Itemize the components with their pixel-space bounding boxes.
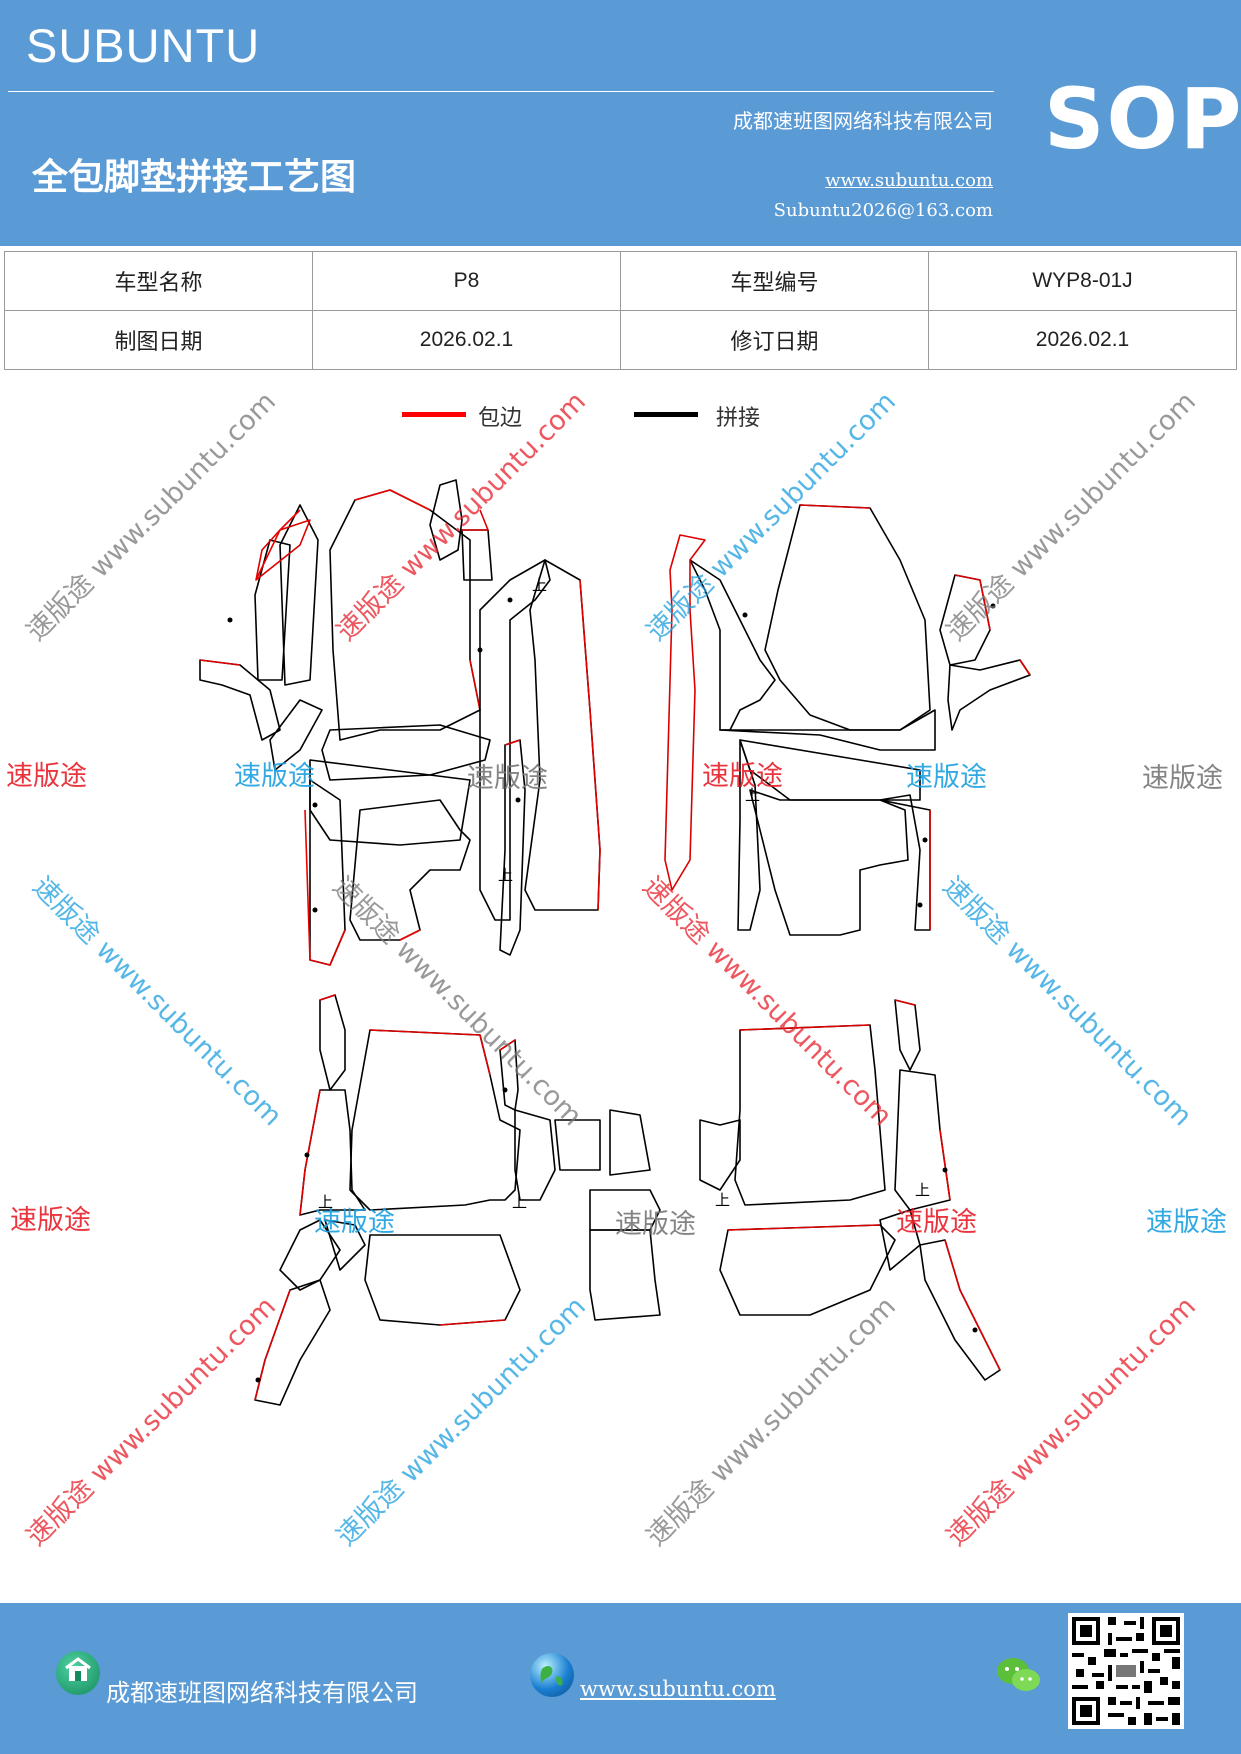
- info-row: 制图日期 2026.02.1 修订日期 2026.02.1: [4, 310, 1237, 370]
- home-icon: [56, 1651, 100, 1695]
- rear-right-pieces: [699, 999, 1001, 1381]
- legend-edge-label: 包边: [478, 406, 523, 431]
- model-code-value: WYP8-01J: [928, 251, 1237, 311]
- up-mark: 上: [498, 866, 513, 884]
- watermark-stamp: 速版途: [702, 761, 783, 792]
- header-website-link[interactable]: www.subuntu.com: [825, 170, 993, 191]
- watermark-stamp: 速版途: [906, 762, 987, 793]
- info-table: 车型名称 P8 车型编号 WYP8-01J 制图日期 2026.02.1 修订日…: [4, 251, 1237, 370]
- up-marks: 上 上 上 上 上 上 上: [318, 576, 930, 1211]
- watermark-stamp: 速版途: [314, 1207, 395, 1238]
- revise-date-label: 修订日期: [620, 310, 929, 370]
- watermark-stamp: 速版途: [615, 1209, 696, 1240]
- globe-icon: [530, 1653, 574, 1697]
- draw-date-label: 制图日期: [4, 310, 313, 370]
- mat-pattern-drawing: 上 上 上 上 上 上 上: [199, 479, 1031, 1406]
- draw-date-value: 2026.02.1: [312, 310, 621, 370]
- front-right-pieces: [664, 504, 1031, 936]
- info-row: 车型名称 P8 车型编号 WYP8-01J: [4, 251, 1237, 311]
- watermark-stamp: 速版途: [1146, 1207, 1227, 1238]
- watermark-stamp: 速版途: [234, 761, 315, 792]
- qr-code[interactable]: [1068, 1613, 1184, 1729]
- up-mark: 上: [512, 1193, 527, 1211]
- legend-join-swatch: [634, 412, 698, 417]
- up-mark: 上: [915, 1181, 930, 1199]
- header-divider: [8, 91, 994, 92]
- up-mark: 上: [532, 576, 547, 594]
- watermark-stamp: 速版途: [1142, 763, 1223, 794]
- watermark-stamp: 速版途: [6, 761, 87, 792]
- sop-badge: SOP: [1044, 70, 1241, 168]
- legend-join-label: 拼接: [716, 406, 761, 431]
- rear-left-pieces: [254, 994, 661, 1406]
- header-email[interactable]: Subuntu2026@163.com: [773, 200, 993, 221]
- front-left-edges: [255, 489, 431, 961]
- brand-name: SUBUNTU: [26, 19, 261, 72]
- header-band: SUBUNTU 成都速班图网络科技有限公司 SOP 全包脚垫拼接工艺图 www.…: [0, 0, 1241, 246]
- footer-company: 成都速班图网络科技有限公司: [106, 1679, 418, 1707]
- model-name-value: P8: [312, 251, 621, 311]
- legend: 包边 拼接: [0, 400, 1241, 440]
- up-mark: 上: [318, 1193, 333, 1211]
- up-mark: 上: [715, 1191, 730, 1209]
- document-title: 全包脚垫拼接工艺图: [32, 156, 357, 198]
- up-mark: 上: [745, 786, 760, 804]
- revise-date-value: 2026.02.1: [928, 310, 1237, 370]
- legend-edge-swatch: [402, 412, 466, 417]
- wechat-icon[interactable]: [995, 1655, 1043, 1697]
- piece-markers: [227, 597, 996, 1383]
- watermark-stamp: 速版途: [467, 763, 548, 794]
- watermark-stamp: 速版途: [896, 1207, 977, 1238]
- model-name-label: 车型名称: [4, 251, 313, 311]
- header-company: 成都速班图网络科技有限公司: [733, 109, 993, 133]
- footer-website-link[interactable]: www.subuntu.com: [580, 1677, 776, 1701]
- watermark-stamp: 速版途: [10, 1205, 91, 1236]
- footer-band: 成都速班图网络科技有限公司 www.subuntu.com: [0, 1603, 1241, 1754]
- model-code-label: 车型编号: [620, 251, 929, 311]
